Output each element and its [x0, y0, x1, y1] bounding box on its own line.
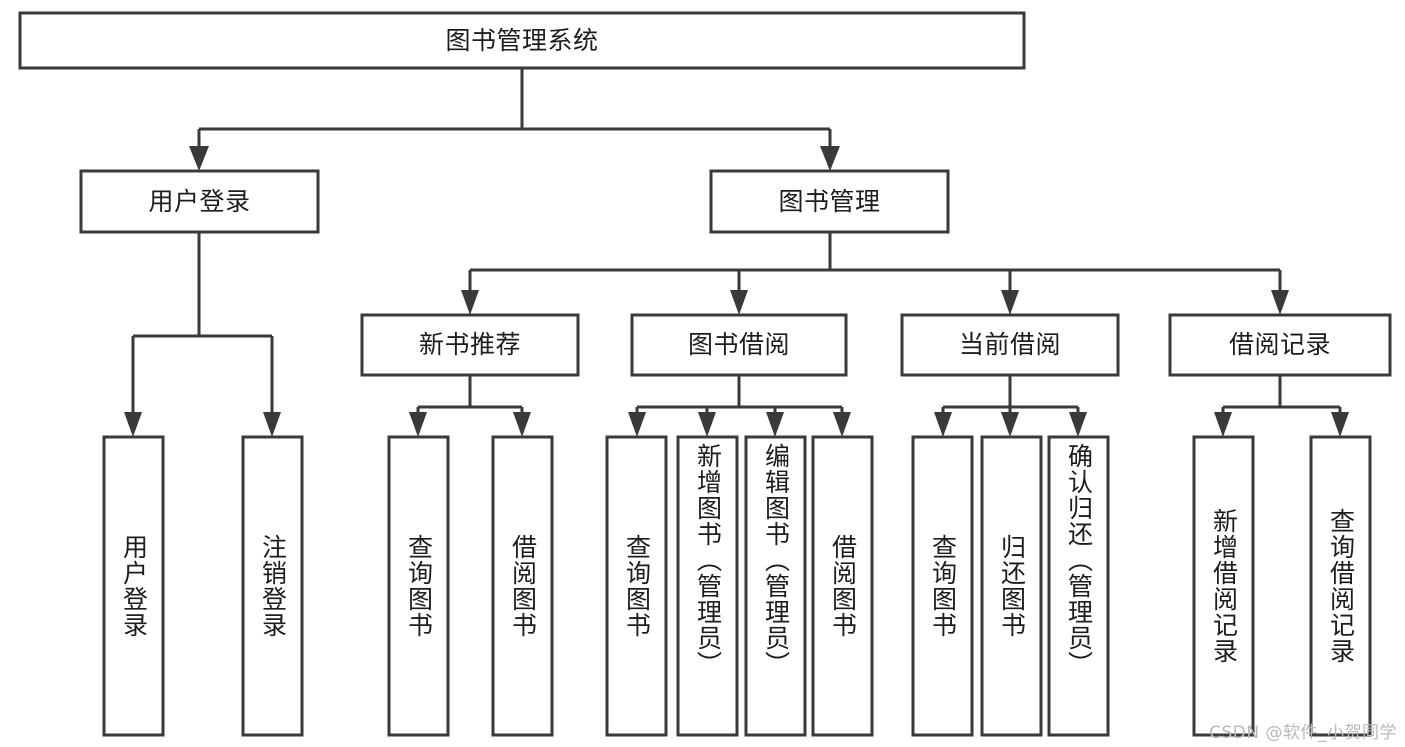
arrow-head-leaf-borrow-book-1	[513, 412, 531, 437]
leaf-box-confirm-return[interactable]	[1047, 435, 1110, 737]
arrow-head-leaf-logout	[263, 412, 281, 437]
connector-group-book-borrow	[628, 375, 851, 437]
connector-group-current-borrow	[934, 375, 1087, 437]
node-box-book-manage[interactable]	[709, 169, 950, 234]
leaf-box-logout[interactable]	[241, 435, 304, 737]
node-box-user-login[interactable]	[79, 169, 320, 234]
node-box-root[interactable]	[18, 11, 1026, 70]
connector-group-user-login	[124, 232, 281, 437]
node-box-book-borrow[interactable]	[630, 313, 848, 377]
leaf-box-borrow-book-1[interactable]	[491, 435, 554, 737]
arrow-head-leaf-query-book-2	[628, 412, 646, 437]
arrow-head-leaf-borrow-book-2	[833, 412, 851, 437]
leaf-box-user-login[interactable]	[102, 435, 165, 737]
node-box-new-book-recommend[interactable]	[360, 313, 580, 377]
arrow-head-new-book-recommend	[461, 290, 479, 315]
arrow-head-leaf-query-book-3	[934, 412, 952, 437]
arrow-head-leaf-add-book	[698, 412, 716, 437]
leaf-box-return-book[interactable]	[980, 435, 1043, 737]
arrow-head-user-login	[189, 146, 209, 171]
leaf-box-add-book[interactable]	[676, 435, 739, 737]
node-box-borrow-record[interactable]	[1168, 313, 1392, 377]
node-box-current-borrow[interactable]	[900, 313, 1120, 377]
arrow-head-leaf-user-login	[124, 412, 142, 437]
connector-group-root	[189, 68, 840, 171]
connector-group-book-manage	[461, 232, 1289, 315]
arrow-head-current-borrow	[1001, 290, 1019, 315]
arrow-head-leaf-edit-book	[766, 412, 784, 437]
arrow-head-book-manage	[820, 146, 840, 171]
leaf-box-borrow-book-2[interactable]	[811, 435, 874, 737]
arrow-head-borrow-record	[1271, 290, 1289, 315]
leaf-box-query-record[interactable]	[1309, 435, 1372, 737]
arrow-head-leaf-add-record	[1214, 412, 1232, 437]
arrow-head-leaf-confirm-return	[1069, 412, 1087, 437]
arrow-head-leaf-query-record	[1331, 412, 1349, 437]
connector-group-new-book-recommend	[409, 375, 531, 437]
leaf-box-edit-book[interactable]	[744, 435, 807, 737]
leaf-box-query-book-1[interactable]	[387, 435, 450, 737]
leaf-box-query-book-3[interactable]	[911, 435, 974, 737]
leaf-box-add-record[interactable]	[1192, 435, 1255, 737]
arrow-head-leaf-query-book-1	[409, 412, 427, 437]
arrow-head-leaf-return-book	[1001, 412, 1019, 437]
leaf-box-query-book-2[interactable]	[605, 435, 668, 737]
arrow-head-book-borrow	[730, 290, 748, 315]
connector-group-borrow-record	[1214, 375, 1349, 437]
